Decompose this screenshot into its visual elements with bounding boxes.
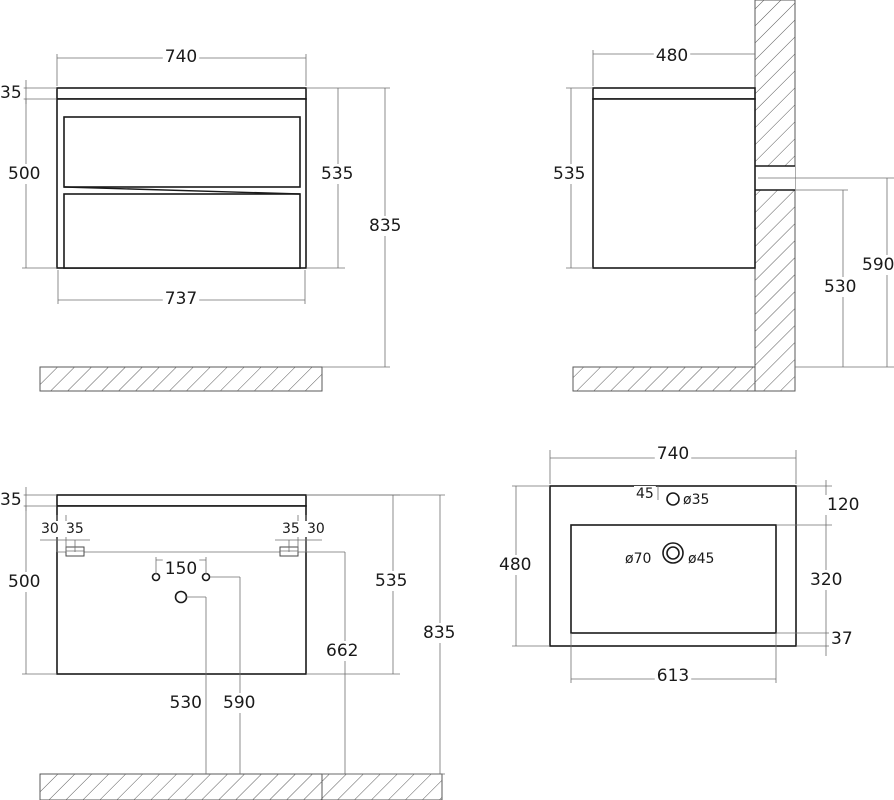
front-total-height-label: 835 xyxy=(369,216,401,236)
drain-inner-label: ø45 xyxy=(688,551,714,567)
back-drain-height-label: 662 xyxy=(326,641,358,661)
side-depth-label: 480 xyxy=(656,46,688,66)
drawer-lower xyxy=(63,193,301,269)
drain-outer-label: ø70 xyxy=(625,551,651,567)
back-pipe-height-b-label: 590 xyxy=(223,693,255,713)
basin-width-label: 613 xyxy=(657,666,689,686)
back-side-height-label: 535 xyxy=(375,571,407,591)
back-top-thickness-label: 35 xyxy=(0,490,22,510)
front-top-thickness-label: 35 xyxy=(0,83,22,103)
cabinet-side-body xyxy=(592,98,756,269)
side-view: 480 535 590 530 xyxy=(551,0,894,392)
top-width-label: 740 xyxy=(657,444,689,464)
back-right-inset-b-label: 30 xyxy=(307,521,325,537)
cabinet-back-body xyxy=(56,505,307,675)
countertop-side xyxy=(592,87,756,100)
side-pipe-height-label: 530 xyxy=(824,277,856,297)
side-mount-height-label: 590 xyxy=(862,255,894,275)
tap-diameter-label: ø35 xyxy=(683,492,709,508)
floor-hatch xyxy=(572,366,756,392)
side-height-label: 535 xyxy=(553,164,585,184)
wall-hatch xyxy=(754,0,796,392)
back-total-height-label: 835 xyxy=(423,623,455,643)
front-side-height-label: 535 xyxy=(321,164,353,184)
pipe-hole-left xyxy=(151,572,161,582)
basin-offset-bottom-label: 37 xyxy=(831,629,853,649)
countertop xyxy=(56,87,307,100)
front-width-top-label: 740 xyxy=(165,47,197,67)
countertop-back xyxy=(56,494,307,507)
drain-hole xyxy=(174,590,188,604)
floor-hatch xyxy=(39,366,323,392)
front-view: 740 35 500 535 835 737 xyxy=(0,47,404,392)
back-view: 150 35 30 35 35 30 500 535 662 xyxy=(0,487,458,800)
front-body-height-label: 500 xyxy=(8,164,40,184)
floor-hatch xyxy=(39,773,323,800)
drawer-upper xyxy=(63,116,301,188)
back-right-inset-a-label: 35 xyxy=(282,521,300,537)
basin-outline xyxy=(570,524,777,634)
basin-offset-top-label: 120 xyxy=(827,495,859,515)
back-left-inset-a-label: 30 xyxy=(41,521,59,537)
back-left-inset-b-label: 35 xyxy=(66,521,84,537)
pipe-hole-right xyxy=(201,572,211,582)
tap-hole xyxy=(666,492,680,506)
back-body-height-label: 500 xyxy=(8,572,40,592)
front-width-bottom-label: 737 xyxy=(165,289,197,309)
back-pipe-height-a-label: 530 xyxy=(170,693,202,713)
back-hole-spacing-label: 150 xyxy=(165,559,197,579)
drain-inner xyxy=(666,546,680,560)
tap-offset-label: 45 xyxy=(636,486,654,502)
top-view: 740 480 45 ø35 ø70 ø45 120 320 37 613 xyxy=(497,444,862,686)
basin-depth-label: 320 xyxy=(810,570,842,590)
top-depth-label: 480 xyxy=(499,555,531,575)
